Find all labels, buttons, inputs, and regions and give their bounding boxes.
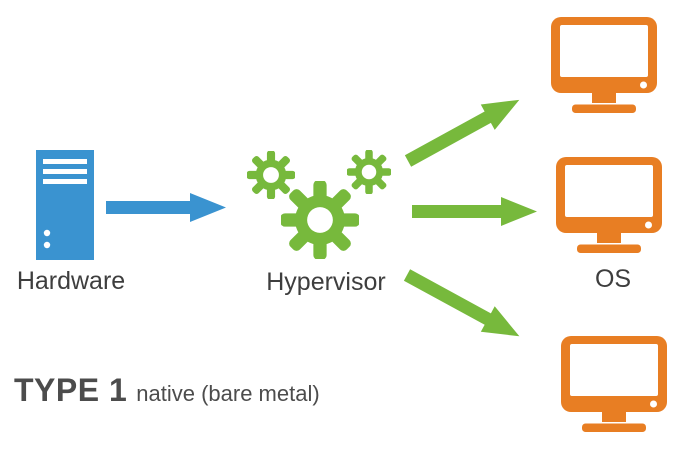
monitor-icon-bottom <box>561 336 667 432</box>
gear-icon-left <box>246 150 296 200</box>
hardware-label: Hardware <box>16 267 126 295</box>
monitor-icon-middle <box>556 157 662 253</box>
gears-icon <box>246 150 391 260</box>
server-led <box>43 241 51 249</box>
arrow-hypervisor-to-os-top <box>404 99 520 167</box>
hypervisor-label: Hypervisor <box>266 268 386 296</box>
diagram-caption: TYPE 1 native (bare metal) <box>14 372 320 409</box>
arrow-hypervisor-to-os-middle <box>412 197 537 226</box>
os-monitors <box>551 17 667 432</box>
server-vent-line <box>43 169 87 174</box>
arrow-hardware-to-hypervisor <box>106 193 226 222</box>
server-body <box>36 150 94 260</box>
gear-icon-big <box>280 180 360 260</box>
server-led <box>43 229 51 237</box>
caption-type-title: TYPE 1 <box>14 372 128 408</box>
server-tower-icon <box>36 150 94 260</box>
hypervisor-output-arrows <box>403 99 537 337</box>
server-vent-line <box>43 179 87 184</box>
caption-type-subtitle: native (bare metal) <box>136 381 320 406</box>
os-label: OS <box>594 265 632 293</box>
gear-icon-right <box>347 150 391 194</box>
server-vent-line <box>43 159 87 164</box>
monitor-icon-top <box>551 17 657 113</box>
arrow-hypervisor-to-os-bottom <box>403 269 520 337</box>
